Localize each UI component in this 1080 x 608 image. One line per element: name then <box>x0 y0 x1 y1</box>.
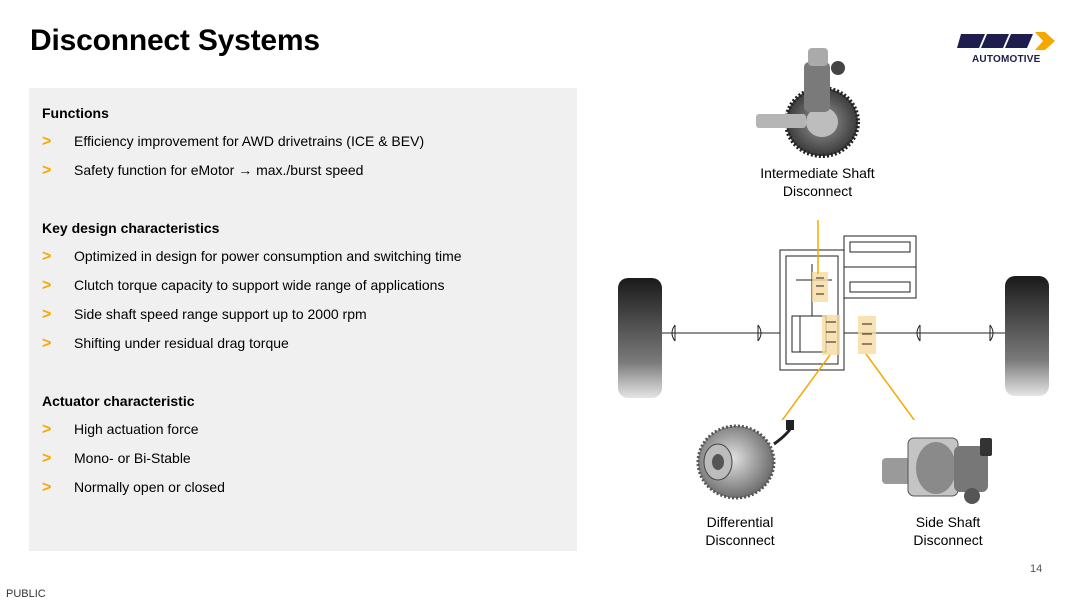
chevron-right-icon: > <box>42 248 52 265</box>
intermediate-shaft-disconnect-image <box>756 48 860 158</box>
chevron-right-icon: > <box>42 162 52 179</box>
right-wheel <box>1005 276 1049 396</box>
chevron-right-icon: > <box>42 479 52 496</box>
differential-disconnect-image <box>696 420 794 500</box>
left-wheel <box>618 278 662 398</box>
page-number: 14 <box>1030 563 1043 575</box>
caption-intermediate-shaft: Intermediate Shaft Disconnect <box>760 165 875 199</box>
chevron-right-icon: > <box>42 306 52 323</box>
section-heading-functions: Functions <box>42 105 109 121</box>
driveline-schematic <box>618 220 1049 420</box>
section-heading-key-design: Key design characteristics <box>42 220 220 236</box>
classification-label: PUBLIC <box>6 588 46 600</box>
caption-side-shaft: Side Shaft Disconnect <box>913 514 983 548</box>
logo-text: AUTOMOTIVE <box>972 54 1041 65</box>
side-shaft-disconnect-image <box>882 437 992 504</box>
chevron-right-icon: > <box>42 450 52 467</box>
chevron-right-icon: > <box>42 335 52 352</box>
chevron-right-icon: > <box>42 277 52 294</box>
caption-differential: Differential Disconnect <box>705 514 775 548</box>
gkn-logo-icon <box>957 32 1055 50</box>
page-title: Disconnect Systems <box>30 24 320 57</box>
characteristics-panel <box>29 88 577 551</box>
section-heading-actuator: Actuator characteristic <box>42 393 195 409</box>
chevron-right-icon: > <box>42 421 52 438</box>
chevron-right-icon: > <box>42 133 52 150</box>
